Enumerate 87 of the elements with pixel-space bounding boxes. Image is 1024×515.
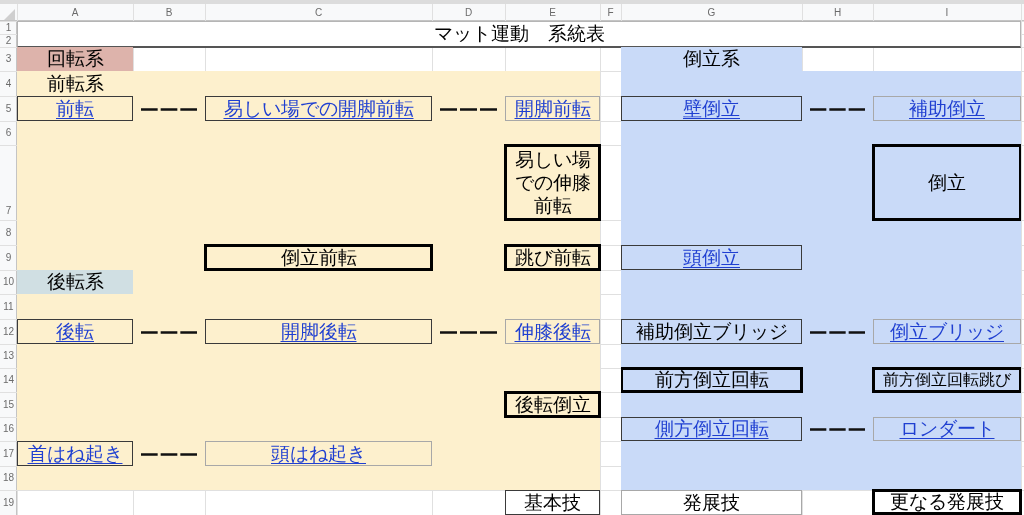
category-tag — [17, 270, 133, 294]
skill-box — [504, 391, 601, 418]
skill-box — [504, 244, 601, 271]
skill-box — [621, 96, 802, 121]
skill-link: 開脚前転 — [514, 98, 591, 119]
row-number: 15 — [2, 398, 15, 411]
row-number: 2 — [5, 34, 12, 47]
column-letter: A — [71, 6, 79, 19]
skill-box — [17, 441, 133, 466]
band-heading: 前転系 — [46, 73, 104, 94]
skill-link: 首はね起き — [27, 443, 123, 464]
skill-link: 頭はね起き — [271, 443, 366, 464]
skill-link: 後転 — [56, 321, 94, 342]
skill-link: ロンダート — [899, 419, 995, 439]
row-number: 18 — [2, 472, 15, 484]
skill-box — [505, 319, 600, 344]
skill-box — [873, 319, 1021, 344]
skill-box — [620, 367, 803, 393]
skill-box — [17, 96, 133, 121]
skill-label: 倒立前転 — [280, 247, 357, 268]
row-number: 8 — [5, 226, 12, 239]
skill-label: 前方倒立回転 — [654, 370, 769, 390]
skill-box — [872, 367, 1022, 393]
row-number: 16 — [2, 423, 15, 435]
skill-label: 跳び前転 — [514, 247, 591, 268]
skill-label: 倒立 — [928, 172, 966, 193]
column-letter: B — [165, 6, 173, 19]
row-number: 14 — [2, 374, 15, 386]
skill-box — [621, 417, 802, 441]
row-number: 10 — [2, 276, 15, 288]
level-box — [505, 490, 600, 515]
skill-box — [205, 441, 432, 466]
row-number: 19 — [2, 496, 15, 509]
skill-link: 伸膝後転 — [514, 321, 591, 342]
category-tag — [17, 47, 133, 71]
column-letter: F — [607, 6, 614, 19]
row-number: 12 — [2, 325, 15, 338]
skill-link: 側方倒立回転 — [654, 419, 769, 439]
category-band — [17, 71, 600, 490]
row-number: 9 — [5, 251, 12, 264]
level-label: 更なる発展技 — [890, 492, 1004, 512]
level-label: 発展技 — [683, 492, 740, 513]
column-letter: H — [833, 6, 842, 19]
skill-label: 易しい場での伸膝前転 — [513, 148, 592, 217]
skill-box — [505, 96, 600, 121]
row-number: 3 — [5, 53, 12, 65]
row-number: 13 — [2, 350, 15, 362]
skill-box — [873, 417, 1021, 441]
row-number: 1 — [5, 21, 12, 34]
column-letter: C — [314, 6, 323, 19]
level-box — [621, 490, 802, 515]
row-number: 5 — [5, 102, 12, 115]
row-number: 7 — [5, 205, 12, 217]
skill-label: 補助倒立ブリッジ — [635, 321, 788, 342]
row-number: 6 — [5, 127, 12, 139]
skill-link: 補助倒立 — [909, 98, 985, 119]
category-label: 回転系 — [46, 49, 104, 69]
band-heading: 倒立系 — [683, 49, 740, 69]
category-band — [621, 47, 1021, 490]
skill-label: 後転倒立 — [514, 394, 591, 415]
level-box — [872, 489, 1022, 515]
skill-box — [872, 144, 1022, 221]
skill-link: 易しい場での開脚前転 — [223, 98, 414, 119]
column-letter: D — [464, 6, 473, 19]
row-number: 4 — [5, 77, 12, 90]
skill-link: 頭倒立 — [683, 247, 740, 268]
skill-box — [205, 96, 432, 121]
column-letter: I — [945, 6, 949, 19]
skill-label: 前方倒立回転跳び — [883, 370, 1011, 390]
skill-box — [17, 319, 133, 344]
skill-link: 壁倒立 — [683, 98, 740, 119]
category-label: 後転系 — [46, 272, 104, 292]
diagram-title: マット運動 系統表 — [433, 23, 605, 45]
skill-box — [621, 319, 802, 344]
skill-box — [204, 244, 433, 271]
column-letter: E — [549, 6, 556, 19]
skill-link: 前転 — [56, 98, 94, 119]
row-number: 17 — [2, 447, 15, 460]
skill-box — [621, 245, 802, 270]
skill-box — [873, 96, 1021, 121]
row-number: 11 — [3, 300, 14, 313]
level-label: 基本技 — [524, 492, 581, 513]
skill-box — [504, 144, 601, 221]
skill-link: 開脚後転 — [280, 321, 357, 342]
skill-link: 倒立ブリッジ — [890, 321, 1004, 342]
column-letter: G — [707, 6, 716, 19]
skill-box — [205, 319, 432, 344]
